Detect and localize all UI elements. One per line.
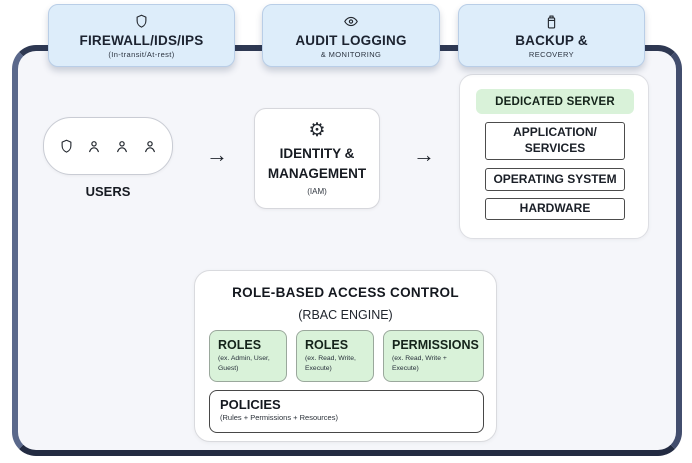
users-label: USERS xyxy=(85,184,131,199)
rbac-card-permissions: PERMISSIONS (ex. Read, Write + Execute) xyxy=(383,330,484,382)
service-box-backup-recovery: BACKUP & RECOVERY xyxy=(458,4,645,67)
rbac-card-title: PERMISSIONS xyxy=(392,338,479,352)
rbac-card-roles: ROLES (ex. Admin, User, Guest) xyxy=(209,330,287,382)
policies-subtitle: (Rules + Permissions + Resources) xyxy=(220,413,338,422)
rbac-panel: ROLE-BASED ACCESS CONTROL (RBAC ENGINE) … xyxy=(194,270,497,442)
rbac-card-subtitle: (ex. Read, Write + Execute) xyxy=(392,355,447,372)
rbac-title: ROLE-BASED ACCESS CONTROL xyxy=(232,285,459,300)
eye-icon xyxy=(341,13,361,31)
service-title: BACKUP & xyxy=(515,32,588,48)
user-icon xyxy=(142,137,158,155)
server-layer-hardware: HARDWARE xyxy=(485,198,625,220)
rbac-card-title: ROLES xyxy=(218,338,262,352)
shield-icon xyxy=(59,137,74,155)
policies-title: POLICIES xyxy=(220,397,281,412)
dedicated-server-header: DEDICATED SERVER xyxy=(476,89,634,114)
service-title: AUDIT LOGGING xyxy=(295,32,407,48)
rbac-card-roles: ROLES (ex. Read, Write, Execute) xyxy=(296,330,374,382)
policies-box: POLICIES (Rules + Permissions + Resource… xyxy=(209,390,484,433)
server-layer-application: APPLICATION/ SERVICES xyxy=(485,122,625,160)
flow-arrow-icon: → xyxy=(413,142,435,167)
shield-icon xyxy=(134,13,149,31)
rbac-card-subtitle: (ex. Read, Write, Execute) xyxy=(305,355,356,372)
iam-title: IDENTITY & MANAGEMENT xyxy=(267,145,367,181)
users-pill xyxy=(43,117,173,175)
user-icon xyxy=(86,137,102,155)
service-title: FIREWALL/IDS/IPS xyxy=(79,32,204,48)
users-group: USERS xyxy=(43,117,173,199)
backup-icon xyxy=(544,13,559,31)
iam-subtitle: (IAM) xyxy=(307,187,327,197)
service-box-audit-logging: AUDIT LOGGING & MONITORING xyxy=(262,4,440,67)
rbac-subtitle: (RBAC ENGINE) xyxy=(298,308,393,322)
dedicated-server-panel: DEDICATED SERVER APPLICATION/ SERVICES O… xyxy=(459,74,649,239)
flow-arrow-icon: → xyxy=(206,142,228,167)
rbac-card-subtitle: (ex. Admin, User, Guest) xyxy=(218,355,270,372)
rbac-card-title: ROLES xyxy=(305,338,349,352)
gear-icon: ⚙ xyxy=(308,119,326,141)
iam-box: ⚙ IDENTITY & MANAGEMENT (IAM) xyxy=(254,108,380,209)
server-layer-os: OPERATING SYSTEM xyxy=(485,168,625,191)
service-subtitle: (In-transit/At-rest) xyxy=(108,49,175,59)
service-subtitle: RECOVERY xyxy=(528,49,575,59)
diagram-canvas: USERS → ⚙ IDENTITY & MANAGEMENT (IAM) → … xyxy=(12,45,682,456)
service-subtitle: & MONITORING xyxy=(320,49,382,59)
user-icon xyxy=(114,137,130,155)
service-box-firewall: FIREWALL/IDS/IPS (In-transit/At-rest) xyxy=(48,4,235,67)
